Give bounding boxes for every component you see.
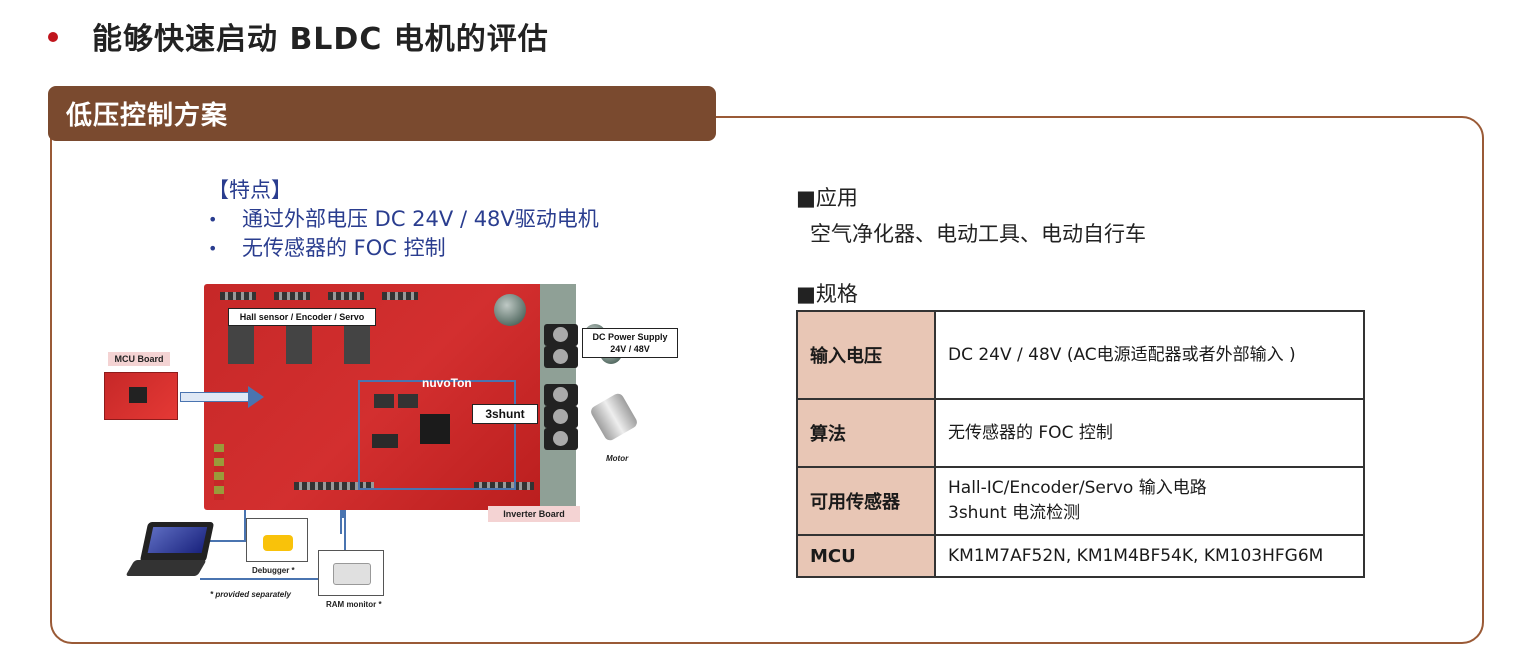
spec-value: KM1M7AF52N, KM1M4BF54K, KM103HFG6M bbox=[934, 534, 1365, 578]
content-panel bbox=[50, 116, 1484, 644]
features-list: 【特点】 • 通过外部电压 DC 24V / 48V驱动电机 • 无传感器的 F… bbox=[208, 176, 599, 263]
ram-monitor-image bbox=[318, 550, 384, 596]
bullet-icon: • bbox=[208, 210, 218, 229]
laptop-image bbox=[139, 522, 215, 562]
table-row: 可用传感器 Hall-IC/Encoder/Servo 输入电路 3shunt … bbox=[796, 466, 1365, 536]
bullet-dot-icon bbox=[48, 32, 58, 42]
feature-text: 通过外部电压 DC 24V / 48V驱动电机 bbox=[242, 207, 599, 231]
hall-sensor-label: Hall sensor / Encoder / Servo bbox=[228, 308, 376, 326]
provided-note: * provided separately bbox=[210, 590, 291, 599]
table-row: MCU KM1M7AF52N, KM1M4BF54K, KM103HFG6M bbox=[796, 534, 1365, 578]
shunt-label: 3shunt bbox=[472, 404, 538, 424]
arrow-head-icon bbox=[248, 386, 264, 408]
hardware-diagram: nuvoTon Hall sensor / Encoder / Servo MC… bbox=[100, 282, 678, 614]
spec-key: 算法 bbox=[796, 398, 936, 468]
spec-value: DC 24V / 48V (AC电源适配器或者外部输入 ) bbox=[934, 310, 1365, 400]
inverter-board-label: Inverter Board bbox=[488, 506, 580, 522]
headline-text: 能够快速启动 BLDC 电机的评估 bbox=[92, 22, 549, 57]
feature-item: • 无传感器的 FOC 控制 bbox=[208, 234, 599, 263]
connection-arrow bbox=[180, 392, 250, 402]
laptop-keyboard bbox=[125, 560, 207, 576]
application-section: ■应用 空气净化器、电动工具、电动自行车 ■规格 bbox=[796, 182, 1146, 308]
dc-supply-line2: 24V / 48V bbox=[610, 344, 650, 354]
spec-heading: ■规格 bbox=[796, 282, 858, 306]
brand-label: nuvoTon bbox=[422, 376, 472, 390]
spec-key: MCU bbox=[796, 534, 936, 578]
spec-value-line: 3shunt 电流检测 bbox=[948, 503, 1081, 523]
bullet-icon: • bbox=[208, 239, 218, 258]
debugger-image bbox=[246, 518, 308, 562]
panel-title: 低压控制方案 bbox=[48, 86, 716, 141]
application-body: 空气净化器、电动工具、电动自行车 bbox=[810, 222, 1146, 246]
mcu-board-image bbox=[104, 372, 178, 420]
spec-key: 可用传感器 bbox=[796, 466, 936, 536]
spec-value: Hall-IC/Encoder/Servo 输入电路 3shunt 电流检测 bbox=[934, 466, 1365, 536]
motor-label: Motor bbox=[606, 454, 629, 463]
feature-text: 无传感器的 FOC 控制 bbox=[242, 236, 446, 260]
spec-value-line: Hall-IC/Encoder/Servo 输入电路 bbox=[948, 478, 1207, 498]
headline: 能够快速启动 BLDC 电机的评估 bbox=[48, 14, 549, 58]
spec-value: 无传感器的 FOC 控制 bbox=[934, 398, 1365, 468]
spec-key: 输入电压 bbox=[796, 310, 936, 400]
ram-monitor-label: RAM monitor * bbox=[326, 600, 382, 609]
table-row: 算法 无传感器的 FOC 控制 bbox=[796, 398, 1365, 468]
application-heading: ■应用 bbox=[796, 186, 858, 210]
motor-image bbox=[588, 391, 640, 443]
mcu-board-label: MCU Board bbox=[108, 352, 170, 366]
inverter-board-image: nuvoTon bbox=[204, 284, 622, 510]
spec-table: 输入电压 DC 24V / 48V (AC电源适配器或者外部输入 ) 算法 无传… bbox=[796, 310, 1365, 578]
dc-supply-label: DC Power Supply 24V / 48V bbox=[582, 328, 678, 358]
table-row: 输入电压 DC 24V / 48V (AC电源适配器或者外部输入 ) bbox=[796, 310, 1365, 400]
dc-supply-line1: DC Power Supply bbox=[592, 332, 668, 342]
debugger-label: Debugger * bbox=[252, 566, 295, 575]
feature-item: • 通过外部电压 DC 24V / 48V驱动电机 bbox=[208, 205, 599, 234]
features-heading: 【特点】 bbox=[208, 178, 292, 202]
